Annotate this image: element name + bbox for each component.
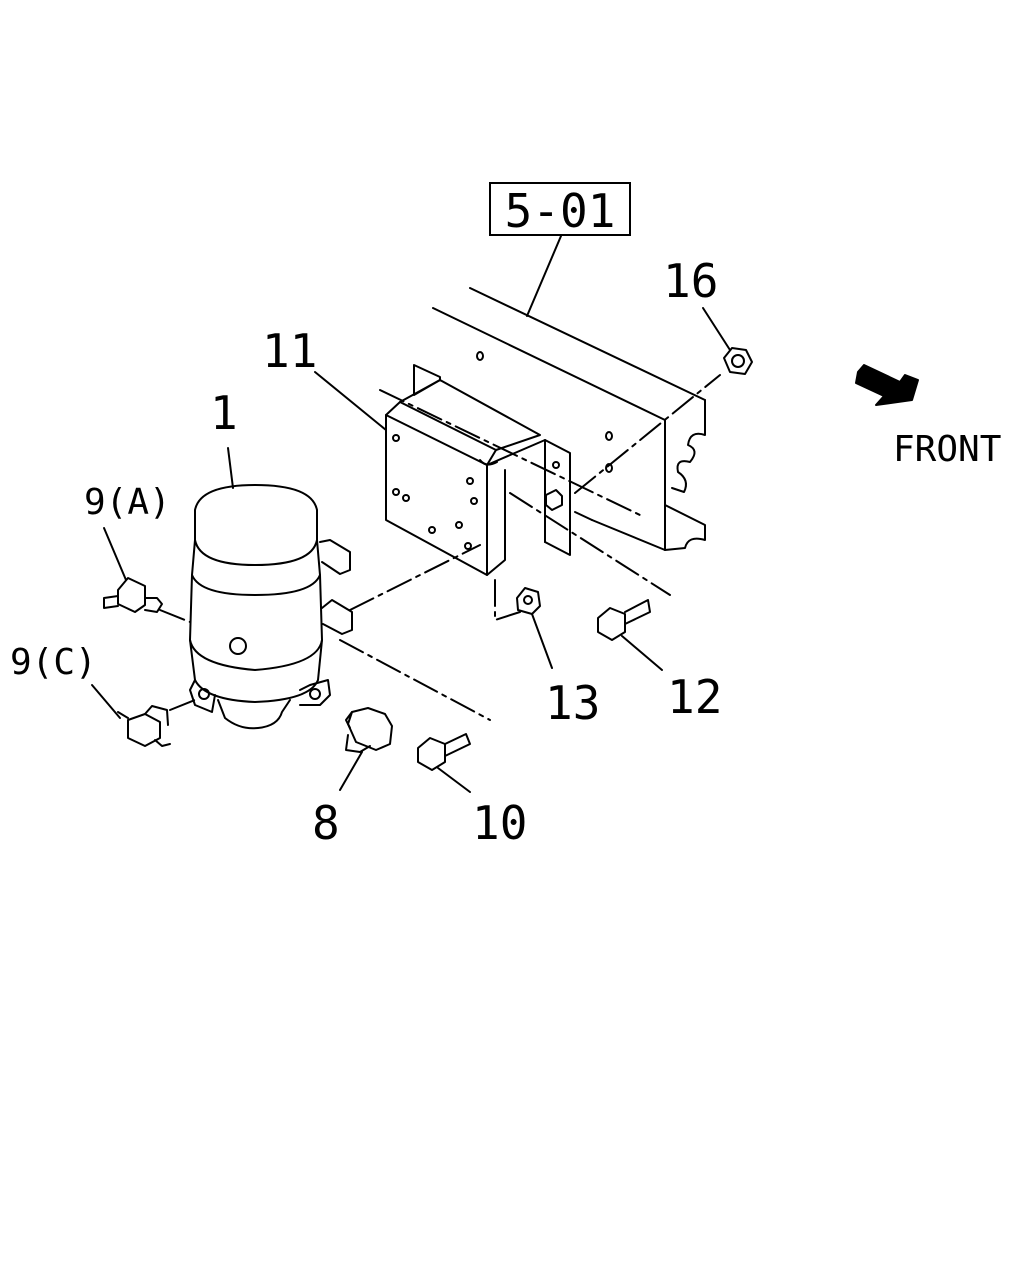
- centerline-lower: [349, 544, 481, 611]
- nut-16: [723, 347, 753, 375]
- bolt-12: [597, 599, 651, 641]
- elbow-fitting-8: [345, 707, 393, 753]
- centerline-13: [494, 579, 521, 621]
- fitting-9a: [103, 577, 163, 613]
- callout-12: 12: [667, 670, 723, 724]
- leader-10: [437, 767, 471, 793]
- reference-leader: [526, 235, 562, 317]
- centerline-9a: [159, 609, 191, 623]
- callout-9a: 9(A): [84, 482, 171, 523]
- callout-8: 8: [312, 796, 340, 850]
- leader-9a: [103, 527, 127, 581]
- centerline-upper: [379, 389, 641, 516]
- leader-8: [339, 751, 363, 791]
- callout-10: 10: [472, 796, 528, 850]
- callout-1: 1: [210, 386, 238, 440]
- bracket: [385, 364, 571, 576]
- leader-12: [621, 635, 663, 671]
- frame-rail: [432, 287, 706, 551]
- leader-9c: [91, 684, 121, 719]
- centerline-10: [339, 639, 491, 721]
- callout-9c: 9(C): [10, 642, 97, 683]
- leader-16: [702, 307, 731, 351]
- bolt-10: [417, 733, 471, 771]
- leader-13: [531, 613, 553, 669]
- reference-box: 5-01: [489, 182, 631, 236]
- air-dryer: [189, 484, 353, 730]
- centerline-12: [509, 492, 671, 596]
- reference-box-label: 5-01: [504, 184, 616, 238]
- leader-11: [314, 371, 387, 431]
- leader-1: [227, 447, 234, 489]
- callout-13: 13: [545, 676, 601, 730]
- front-label: FRONT: [893, 429, 1002, 470]
- callout-11: 11: [262, 324, 318, 378]
- centerline-16: [574, 374, 721, 494]
- fitting-9c: [117, 705, 171, 747]
- front-arrow-icon: [855, 364, 919, 406]
- centerline-9c: [169, 699, 196, 711]
- nut-13: [516, 587, 541, 615]
- callout-16: 16: [663, 254, 719, 308]
